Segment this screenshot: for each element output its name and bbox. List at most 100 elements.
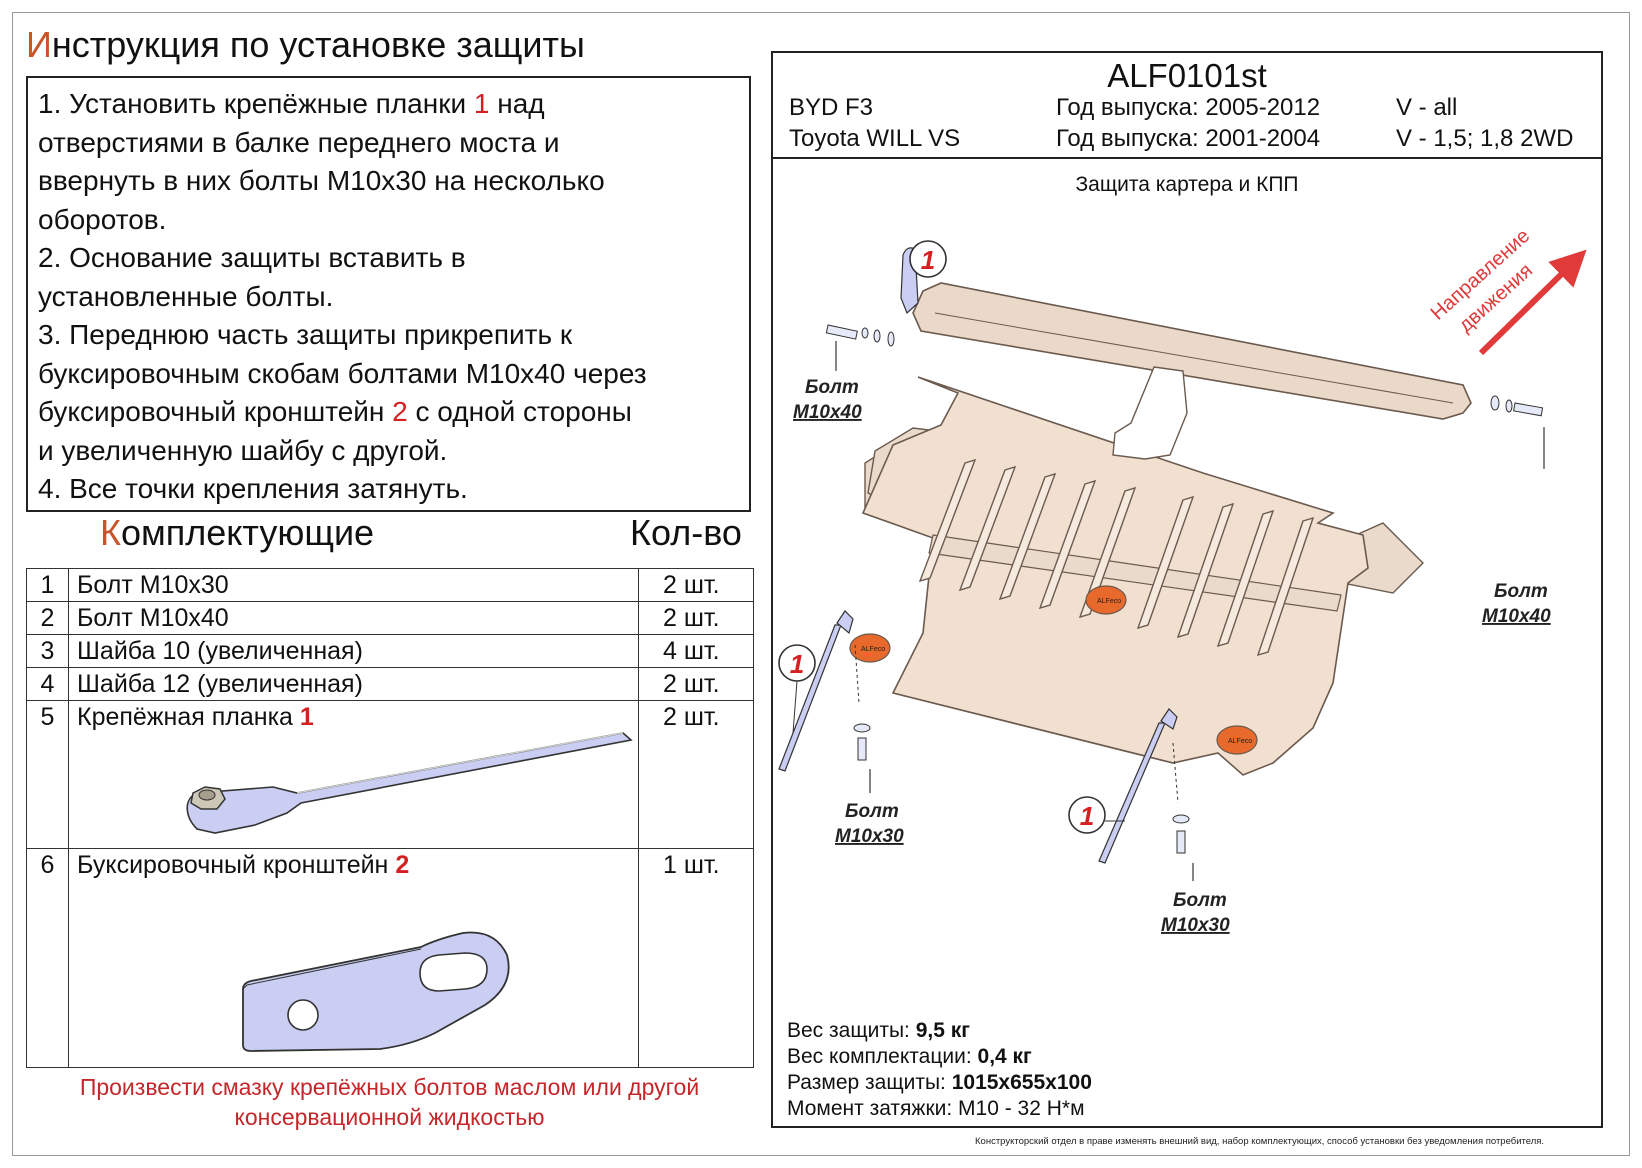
bolt-spec: М10х30 (835, 826, 904, 847)
header-divider (773, 157, 1601, 159)
spec-label: Вес защиты: (787, 1019, 916, 1042)
bracket-body (242, 931, 510, 1052)
callout-label: 1 (921, 245, 935, 275)
logo-text: ALFeco (1097, 598, 1121, 605)
part-cell: Буксировочный кронштейн 2 (68, 848, 639, 1068)
part-cell: Крепёжная планка 1 (68, 700, 639, 849)
rib (1078, 486, 1137, 619)
note-line: Произвести смазку крепёжных болтов масло… (79, 1074, 700, 1100)
product-panel: ALF0101st BYD F3 Год выпуска: 2005-2012 … (771, 51, 1603, 1128)
callout-label: 1 (790, 649, 804, 679)
part-name: Крепёжная планка (77, 703, 300, 731)
part-tag: 1 (299, 703, 314, 731)
instruction-line: 4. Все точки крепления затянуть. (38, 473, 468, 504)
part-1-callout: 1 (778, 644, 816, 734)
spec-row: Момент затяжки: М10 - 32 Н*м (787, 1096, 1092, 1122)
bolt-spec: М10х30 (1161, 915, 1230, 936)
instruction-line: оборотов. (38, 203, 167, 235)
row-number: 3 (26, 634, 69, 668)
towing-bracket-illustration (242, 931, 510, 1052)
logo-text: ALFeco (1228, 738, 1252, 745)
spec-value: 1015х655х100 (951, 1071, 1092, 1094)
instruction-text: с одной стороны (407, 396, 632, 427)
bolt-label: Болт (1173, 890, 1227, 911)
part-1-callout: 1 (909, 240, 947, 278)
page-title: Инструкция по установке защиты (26, 22, 585, 67)
part-ref-2: 2 (392, 396, 408, 427)
production-years: Год выпуска: 2005-2012 (1056, 94, 1321, 121)
table-row: 2 Болт М10х40 2 шт. (26, 601, 754, 635)
row-number: 5 (26, 700, 69, 849)
instruction-line: 3. Переднюю часть защиты прикрепить к (38, 319, 573, 350)
part-name: Буксировочный кронштейн (77, 851, 396, 879)
footnote: Конструкторский отдел в праве изменять в… (975, 1136, 1545, 1147)
row-number: 2 (26, 601, 69, 635)
logo-badge: ALFeco (849, 633, 891, 663)
spec-value: 9,5 кг (915, 1019, 971, 1042)
spec-label: Момент затяжки: (787, 1097, 959, 1120)
bolt-label: Болт (1494, 581, 1548, 602)
bolt-spec: М10х40 (793, 402, 862, 423)
specifications: Вес защиты: 9,5 кг Вес комплектации: 0,4… (787, 1018, 1092, 1122)
instruction-text: 1. Установить крепёжные планки (38, 88, 474, 119)
part-name: Шайба 12 (увеличенная) (68, 667, 639, 701)
engine-info: V - all (1396, 94, 1458, 121)
instructions-box: 1. Установить крепёжные планки 1 над отв… (26, 76, 751, 512)
table-row: 1 Болт М10х30 2 шт. (26, 568, 754, 602)
rib (1176, 502, 1235, 639)
rib (1256, 516, 1315, 657)
table-row: 6 Буксировочный кронштейн 2 1 шт. (26, 848, 754, 1068)
logo-badge: ALFeco (1216, 725, 1258, 755)
bolt-label: Болт (845, 801, 899, 822)
part-name: Болт М10х40 (68, 601, 639, 635)
instruction-line: буксировочный кронштейн 2 с одной сторон… (38, 393, 739, 432)
row-number: 1 (26, 568, 69, 602)
table-row: 5 Крепёжная планка 1 2 шт. (26, 700, 754, 849)
part-qty: 1 шт. (638, 848, 754, 1068)
part-qty: 2 шт. (638, 667, 754, 701)
bolt-icon (1490, 395, 1544, 417)
engine-info: V - 1,5; 1,8 2WD (1396, 125, 1574, 152)
instruction-text: над (489, 88, 545, 119)
spec-row: Размер защиты: 1015х655х100 (787, 1070, 1092, 1096)
qty-heading: Кол-во (630, 512, 742, 553)
diagram-title: Защита картера и КПП (1075, 173, 1299, 196)
instruction-text: буксировочный кронштейн (38, 396, 393, 427)
product-code: ALF0101st (1107, 57, 1267, 94)
spec-value: 0,4 кг (977, 1045, 1032, 1068)
instruction-line: 1. Установить крепёжные планки 1 над (38, 85, 739, 124)
lubrication-note: Произвести смазку крепёжных болтов масло… (26, 1072, 753, 1132)
rib (1038, 479, 1097, 610)
plate-body (186, 732, 633, 834)
title-rest: нструкция по установке защиты (51, 24, 585, 65)
parts-heading: Комплектующие (100, 512, 374, 554)
part-ref-1: 1 (473, 88, 490, 119)
part-1-callout: 1 (1068, 796, 1125, 834)
logo-text: ALFeco (861, 646, 885, 653)
bolt-icon (825, 324, 895, 347)
model-name: Toyota WILL VS (789, 125, 961, 152)
table-row: 4 Шайба 12 (увеличенная) 2 шт. (26, 667, 754, 701)
spec-label: Размер защиты: (787, 1071, 952, 1094)
part-name: Болт М10х30 (68, 568, 639, 602)
model-name: BYD F3 (789, 94, 874, 121)
bolt-icon (1172, 814, 1190, 854)
bolt-label: Болт (805, 377, 859, 398)
bracket-slot (419, 952, 488, 992)
bracket-hole (287, 999, 319, 1031)
rib (1136, 495, 1195, 630)
part-qty: 2 шт. (638, 568, 754, 602)
parts-heading-first-letter: К (100, 512, 121, 553)
part-qty: 4 шт. (638, 634, 754, 668)
instruction-line: отверстиями в балке переднего моста и (38, 126, 560, 158)
instruction-line: ввернуть в них болты М10х30 на несколько (38, 165, 605, 196)
ventilation-ribs (918, 458, 1315, 657)
logo-badge: ALFeco (1085, 585, 1127, 615)
spec-row: Вес комплектации: 0,4 кг (787, 1044, 1092, 1070)
spec-row: Вес защиты: 9,5 кг (787, 1018, 1092, 1044)
instruction-line: и увеличенную шайбу с другой. (38, 434, 448, 466)
rear-crossbeam (912, 282, 1472, 420)
center-cutout (1112, 366, 1188, 460)
direction-arrow-icon (1478, 249, 1587, 356)
title-first-letter: И (26, 24, 52, 65)
